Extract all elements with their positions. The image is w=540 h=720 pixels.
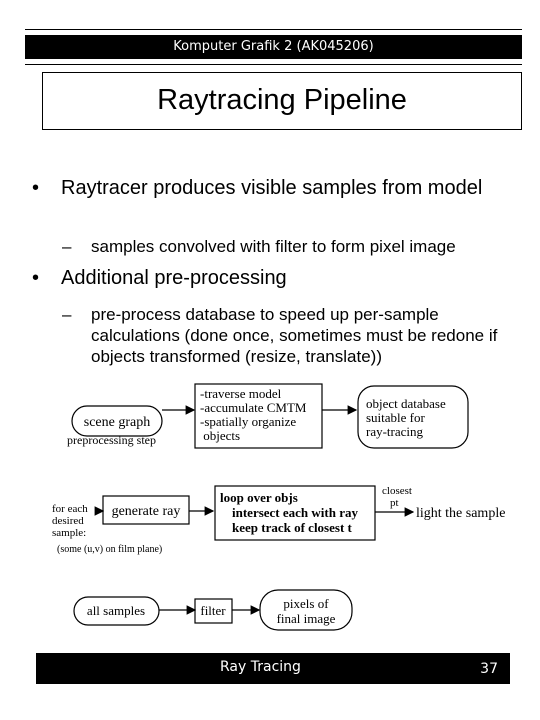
step-traverse: -traverse model [200, 386, 282, 401]
step-objects: objects [200, 428, 240, 443]
slide-title: Raytracing Pipeline [157, 84, 407, 116]
for-each-line1: for each [52, 503, 88, 515]
pixels-line1: pixels of [283, 596, 329, 611]
filter-box [194, 598, 233, 624]
sub-bullet-dash: – [62, 305, 72, 324]
closest-pt-line1: closest [382, 485, 412, 497]
generate-ray-label: generate ray [112, 504, 181, 519]
light-sample-label: light the sample [416, 506, 505, 521]
bullet-2-text: Additional pre-processing [61, 267, 287, 289]
bullet-dot: • [32, 267, 40, 289]
header-rule-bottom [25, 64, 522, 65]
step-accumulate: -accumulate CMTM [200, 400, 307, 415]
sub-bullet-2-text: pre-process database to speed up per-sam… [91, 305, 498, 366]
object-database-line2: suitable for [366, 410, 426, 425]
pixels-node [259, 589, 353, 631]
sub-bullet-dash: – [62, 237, 72, 256]
preprocess-steps-box [194, 383, 323, 449]
course-title: Komputer Grafik 2 (AK045206) [173, 39, 374, 54]
closest-pt-line2: pt [390, 497, 399, 509]
for-each-line2: desired [52, 515, 84, 527]
loop-line2: intersect each with ray [232, 505, 358, 520]
step-organize: -spatially organize [200, 414, 296, 429]
footer-label: Ray Tracing [220, 659, 301, 675]
footer-bar: Ray Tracing 37 [36, 653, 510, 684]
scene-graph-node [71, 405, 163, 437]
pixels-line2: final image [277, 611, 336, 626]
for-each-line3: sample: [52, 527, 86, 539]
preprocessing-step-label: preprocessing step [67, 433, 156, 447]
generate-ray-box [102, 495, 190, 525]
bullet-dot: • [32, 177, 40, 199]
header-rule-top [25, 29, 522, 30]
course-header: Komputer Grafik 2 (AK045206) [25, 35, 522, 59]
loop-line1: loop over objs [220, 490, 298, 505]
slide-title-box: Raytracing Pipeline [42, 72, 522, 130]
all-samples-node [73, 596, 160, 626]
film-plane-note: (some (u,v) on film plane) [57, 544, 162, 555]
pipeline-diagram: scene graph preprocessing step -traverse… [52, 383, 505, 631]
loop-box [214, 485, 376, 541]
page-number: 37 [480, 661, 498, 677]
loop-line3: keep track of closest t [232, 520, 353, 535]
object-database-node [357, 385, 469, 449]
all-samples-label: all samples [87, 603, 145, 618]
object-database-line3: ray-tracing [366, 424, 424, 439]
filter-label: filter [200, 603, 226, 618]
scene-graph-label: scene graph [84, 415, 150, 430]
bullet-1-text: Raytracer produces visible samples from … [61, 177, 483, 199]
object-database-line1: object database [366, 396, 446, 411]
sub-bullet-1-text: samples convolved with filter to form pi… [91, 237, 456, 256]
